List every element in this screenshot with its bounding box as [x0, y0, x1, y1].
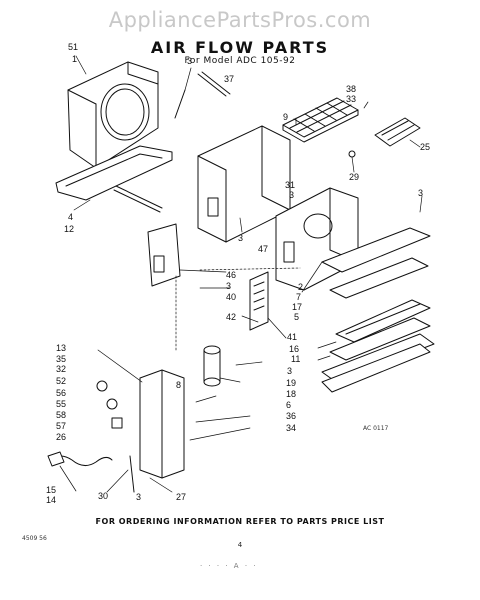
callout-38: 38: [346, 84, 356, 94]
callout-6: 6: [286, 400, 291, 410]
callout-13: 13: [56, 343, 66, 353]
callout-16: 16: [289, 344, 299, 354]
handwritten-mark: · · · · A · ·: [200, 562, 258, 570]
callout-3: 3: [187, 56, 192, 66]
callout-27: 27: [176, 492, 186, 502]
diagram-subtitle: For Model ADC 105-92: [184, 56, 296, 66]
page-number: 4: [237, 541, 243, 549]
callout-57: 57: [56, 421, 66, 431]
callout-42: 42: [226, 312, 236, 322]
callout-3f: 3: [287, 366, 292, 376]
callout-9: 9: [283, 112, 288, 122]
callout-46: 46: [226, 270, 236, 280]
callout-52: 52: [56, 376, 66, 386]
callout-36: 36: [286, 411, 296, 421]
callout-17: 17: [292, 302, 302, 312]
callout-31: 31: [285, 180, 295, 190]
shroud-part: [67, 61, 159, 169]
callout-33: 33: [346, 94, 356, 104]
callout-4: 4: [68, 212, 73, 222]
control-bracket-part: [348, 117, 421, 158]
power-cord-part: [47, 451, 135, 493]
callout-1: 1: [72, 54, 77, 64]
grille-part: [282, 97, 359, 143]
callout-3g: 3: [136, 492, 141, 502]
callout-47: 47: [258, 244, 268, 254]
side-panel-part: [147, 223, 269, 331]
callout-12: 12: [64, 224, 74, 234]
callout-25: 25: [420, 142, 430, 152]
callout-35: 35: [56, 354, 66, 364]
filter-frame-part: [321, 227, 435, 393]
callout-19: 19: [286, 378, 296, 388]
callout-2: 2: [298, 282, 303, 292]
callout-3b: 3: [289, 190, 294, 200]
callout-11: 11: [291, 354, 300, 364]
callout-30: 30: [98, 491, 108, 501]
print-code: 4509 56: [22, 535, 47, 542]
callout-15: 15: [46, 485, 56, 495]
callout-51: 51: [68, 42, 78, 52]
callout-29: 29: [349, 172, 359, 182]
callout-3c: 3: [238, 233, 243, 243]
diagram-title: AIR FLOW PARTS: [150, 38, 330, 57]
callout-32: 32: [56, 364, 66, 374]
rod-part: [174, 71, 231, 119]
callout-5: 5: [294, 312, 299, 322]
callout-3d: 3: [418, 188, 423, 198]
callout-37: 37: [224, 74, 234, 84]
callout-7: 7: [296, 292, 301, 302]
watermark: AppliancePartsPros.com: [108, 8, 372, 32]
callout-55: 55: [56, 399, 66, 409]
capacitor-part: [203, 345, 221, 387]
callout-labels: 51 1 3 37 38 33 9 25 29 31 3 3 47 4 12 3…: [46, 42, 430, 505]
callout-18: 18: [286, 389, 296, 399]
callout-26: 26: [56, 432, 66, 442]
callout-8: 8: [176, 380, 181, 390]
callout-41: 41: [287, 332, 297, 342]
callout-58: 58: [56, 410, 66, 420]
ordering-note: FOR ORDERING INFORMATION REFER TO PARTS …: [95, 517, 385, 526]
leader-lines: [59, 55, 423, 493]
callout-14: 14: [46, 495, 56, 505]
callout-34: 34: [286, 423, 296, 433]
base-pan-part: [55, 145, 173, 213]
callout-3e: 3: [226, 281, 231, 291]
callout-56: 56: [56, 388, 66, 398]
control-panel-part: [96, 369, 185, 479]
figure-code: AC 0117: [363, 425, 389, 432]
callout-40: 40: [226, 292, 236, 302]
